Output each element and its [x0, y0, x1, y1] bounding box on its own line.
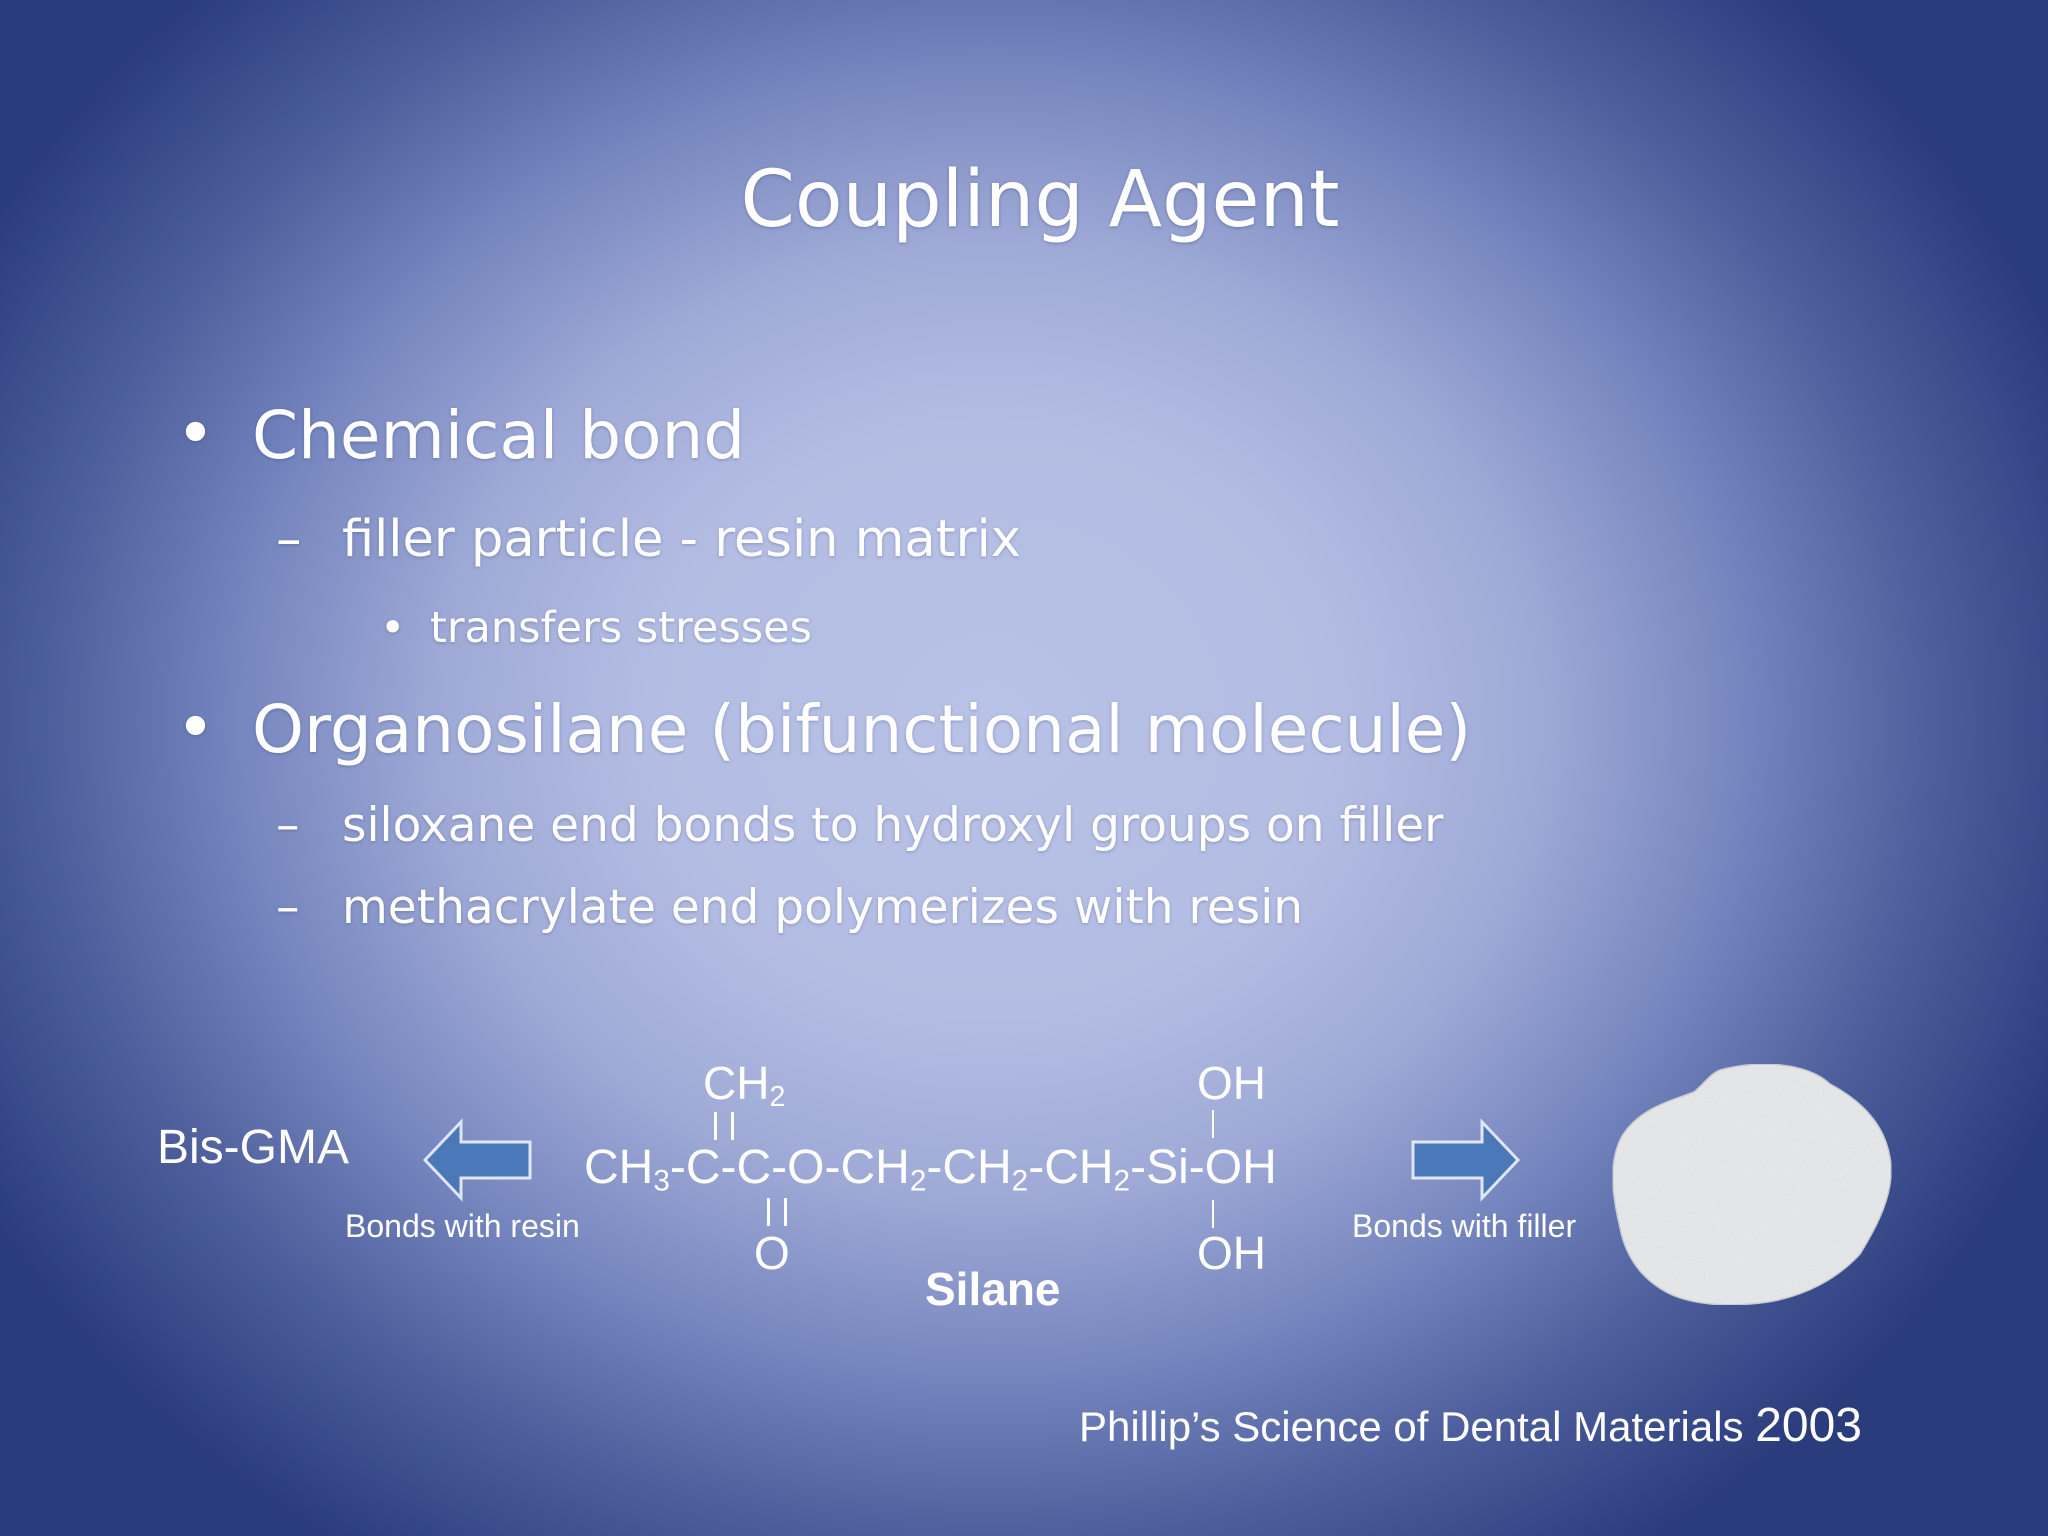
filler-particle-icon [1612, 1063, 1892, 1306]
chain-part: CH3 [584, 1141, 670, 1198]
bullet-text: Chemical bond [252, 397, 746, 474]
double-bond-bottom-left [767, 1198, 770, 1226]
silane-chain: CH3-C-C-O-CH2-CH2-CH2-Si-OH [584, 1140, 1277, 1198]
dash-marker: – [276, 880, 300, 935]
methylene-group: CH2 [703, 1056, 785, 1114]
chain-part: -Si-OH [1130, 1141, 1277, 1194]
bullet-text: methacrylate end polymerizes with resin [342, 880, 1304, 935]
bullet-marker: • [380, 603, 406, 653]
citation-year: 2003 [1755, 1399, 1862, 1452]
bullet-text: siloxane end bonds to hydroxyl groups on… [342, 798, 1444, 853]
bullet-marker: • [176, 689, 215, 766]
methylene-group-sub: 2 [769, 1081, 786, 1114]
si-bond-down [1212, 1200, 1214, 1228]
double-bond-top-right [731, 1112, 734, 1140]
chain-part: -CH2 [1028, 1141, 1131, 1198]
double-bond-bottom-right [784, 1198, 787, 1226]
chain-part-text: CH [584, 1141, 654, 1194]
citation-text: Phillip’s Science of Dental Materials [1079, 1403, 1756, 1450]
double-bond-top-left [714, 1112, 717, 1140]
slide-title: Coupling Agent [740, 155, 1340, 245]
bonds-with-resin-caption: Bonds with resin [345, 1208, 580, 1244]
top-hydroxyl-group: OH [1197, 1057, 1266, 1109]
bottom-hydroxyl-group: OH [1197, 1227, 1266, 1279]
chain-part-text: -CH [1028, 1141, 1114, 1194]
citation: Phillip’s Science of Dental Materials 20… [1079, 1398, 1862, 1453]
bullet-text: transfers stresses [430, 603, 813, 653]
chain-part-sub: 2 [1113, 1164, 1131, 1198]
dash-marker: – [276, 798, 300, 853]
chain-part: -C-C-O-CH2 [669, 1141, 927, 1198]
si-bond-up [1212, 1110, 1214, 1138]
chain-part-sub: 2 [909, 1164, 927, 1198]
methylene-group-text: CH [703, 1057, 770, 1109]
silane-label: Silane [925, 1263, 1061, 1315]
bullet-text: filler particle - resin matrix [342, 510, 1021, 569]
bullet-marker: • [176, 395, 215, 472]
chain-part-text: -Si-OH [1130, 1141, 1277, 1194]
carbonyl-oxygen: O [754, 1227, 790, 1279]
bonds-with-filler-caption: Bonds with filler [1352, 1208, 1577, 1244]
left-arrow-icon [422, 1118, 532, 1202]
right-arrow-icon [1411, 1118, 1521, 1202]
dash-marker: – [276, 510, 302, 569]
bullet-text: Organosilane (bifunctional molecule) [252, 691, 1472, 768]
chain-part-text: -C-C-O-CH [669, 1141, 910, 1194]
chain-part-sub: 3 [653, 1164, 670, 1198]
chain-part-text: -CH [926, 1141, 1012, 1194]
bis-gma-label: Bis-GMA [157, 1121, 349, 1174]
chain-part-sub: 2 [1011, 1164, 1029, 1198]
chain-part: -CH2 [926, 1141, 1029, 1198]
